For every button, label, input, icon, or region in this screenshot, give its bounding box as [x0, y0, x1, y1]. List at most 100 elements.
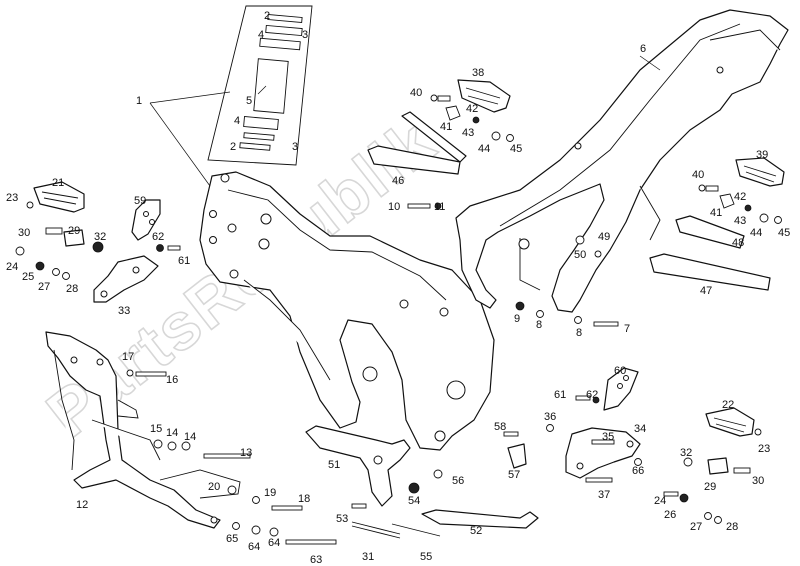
spring-26: [679, 493, 689, 503]
callout-8: 8: [536, 319, 542, 331]
callout-12: 12: [76, 499, 88, 511]
frame-hole: [260, 213, 272, 225]
subframe-hole: [716, 66, 724, 74]
callout-44: 44: [478, 143, 490, 155]
spacer-29-b: [707, 457, 729, 475]
cradle-rear-tube: [159, 469, 241, 499]
decal-3-bottom: [239, 142, 271, 151]
bolt-18: [271, 505, 303, 511]
callout-64: 64: [248, 541, 260, 553]
callout-48: 48: [732, 237, 744, 249]
decal-4-top: [265, 24, 303, 37]
leader-1-decals: [149, 91, 231, 104]
callout-52: 52: [470, 525, 482, 537]
footpeg-hardware-left: [15, 201, 181, 280]
callout-29: 29: [68, 225, 80, 237]
engine-cradle: [45, 331, 241, 529]
bolt-58: [503, 431, 519, 437]
decal-2-top: [267, 14, 303, 23]
callout-14: 14: [184, 431, 196, 443]
callout-63: 63: [310, 554, 322, 566]
bracket-34: [565, 427, 641, 479]
washer-27: [52, 268, 60, 276]
decal-3-top: [259, 37, 301, 51]
callout-36: 36: [544, 411, 556, 423]
rod-46: [367, 145, 461, 175]
callout-19: 19: [264, 487, 276, 499]
bolt-10: [407, 203, 431, 209]
callout-23: 23: [758, 443, 770, 455]
bracket-hole: [100, 290, 108, 298]
screw-61: [167, 245, 181, 251]
bracket-hole: [626, 440, 634, 448]
nut-62-b: [592, 396, 600, 404]
callout-40: 40: [410, 87, 422, 99]
callout-2: 2: [264, 10, 270, 22]
callout-6: 6: [640, 43, 646, 55]
callout-24: 24: [6, 261, 18, 273]
frame-hole: [220, 173, 230, 183]
nut-9: [515, 301, 525, 311]
screw-61-b: [575, 395, 591, 401]
leader-6: [639, 55, 661, 71]
subframe-tail: [709, 29, 781, 51]
frame-hole: [229, 269, 239, 279]
frame-hole: [399, 299, 409, 309]
callout-33: 33: [118, 305, 130, 317]
callout-11: 11: [434, 201, 445, 213]
washer-36: [546, 424, 554, 432]
footpeg-ridges: [41, 191, 79, 205]
callout-labels: 1 2 4 3 5 4 2 3 6 38 40 42 41 43 44 45 4…: [6, 10, 790, 566]
footpeg-ridges: [713, 417, 747, 433]
cradle-body: [45, 331, 221, 529]
nut-32-b: [683, 457, 693, 467]
bracket-41-b: [719, 193, 735, 209]
callout-35: 35: [602, 431, 614, 443]
callout-53: 53: [336, 513, 348, 525]
nut-11: [434, 202, 442, 210]
callout-9: 9: [514, 313, 520, 325]
subframe-mount-hole: [518, 238, 530, 250]
callout-41: 41: [440, 121, 452, 133]
cradle-hole: [210, 516, 218, 524]
bar-48: [675, 215, 745, 249]
callout-2: 2: [230, 141, 236, 153]
spacer-29: [63, 229, 85, 247]
nut-62: [156, 244, 164, 252]
frame-hole: [209, 236, 217, 244]
spacer-15: [153, 439, 163, 449]
main-frame-inner: [243, 279, 331, 381]
heel-guard-60: [603, 367, 639, 411]
bracket-hole: [576, 462, 584, 470]
washer-44: [491, 131, 501, 141]
subframe-rail: [499, 23, 741, 227]
screw-40: [430, 94, 438, 102]
bolt-63: [285, 539, 337, 545]
callout-3: 3: [292, 141, 298, 153]
callout-43: 43: [462, 127, 474, 139]
callout-8: 8: [576, 327, 582, 339]
spring-43: [472, 116, 480, 124]
side-stand-52: [421, 509, 539, 529]
guard-hole: [149, 219, 155, 225]
spring-31: [351, 521, 401, 535]
bolt-53: [351, 503, 367, 509]
washer-44-b: [759, 213, 769, 223]
footpeg-left: [33, 181, 85, 213]
callout-37: 37: [598, 489, 610, 501]
pin-30: [45, 227, 63, 235]
callout-15: 15: [150, 423, 162, 435]
spacer-14-b: [181, 441, 191, 451]
swingarm-pivot-hole: [446, 380, 466, 400]
footpeg-right: [663, 407, 762, 524]
callout-65: 65: [226, 533, 238, 545]
bolt-13: [203, 453, 251, 459]
washer-8-b: [574, 316, 582, 324]
stand-bracket-51: [305, 425, 411, 507]
callout-30: 30: [18, 227, 30, 239]
guard-hole: [143, 211, 149, 217]
bar-47: [649, 253, 771, 291]
frame-hole: [227, 223, 237, 233]
callout-60: 60: [614, 365, 626, 377]
